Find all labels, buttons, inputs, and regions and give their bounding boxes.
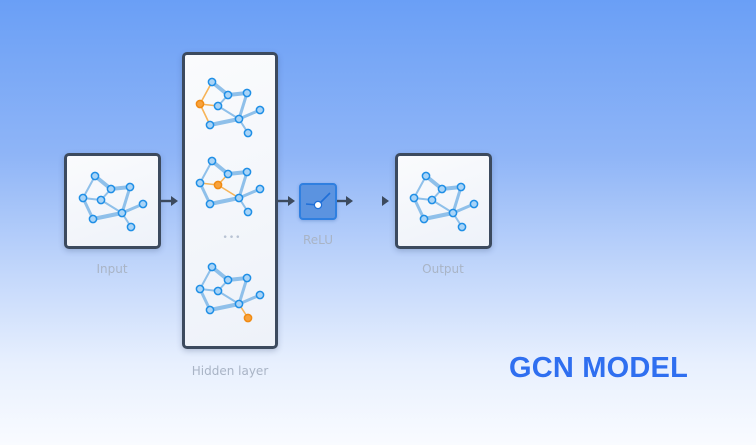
- relu-icon: [305, 192, 331, 210]
- graph-node: [427, 195, 437, 205]
- graph-node: [78, 193, 88, 203]
- arrow-hidden-to-relu: [278, 196, 295, 206]
- graph-node: [205, 305, 215, 315]
- graph-node: [409, 193, 419, 203]
- output-label: Output: [422, 262, 464, 276]
- graph-edge: [237, 170, 249, 200]
- highlighted-node: [195, 99, 205, 109]
- graph-node: [207, 156, 217, 166]
- graph-node: [243, 207, 253, 217]
- graph-edge: [237, 91, 249, 121]
- graph-node: [205, 120, 215, 130]
- model-title: GCN MODEL: [509, 352, 689, 384]
- graph-node: [469, 199, 479, 209]
- graph-node: [106, 184, 116, 194]
- graph-node: [213, 286, 223, 296]
- graph-node: [437, 184, 447, 194]
- graph-node: [126, 222, 136, 232]
- graph-node: [207, 77, 217, 87]
- graph-node: [223, 90, 233, 100]
- graph-node: [117, 208, 127, 218]
- graph-node: [421, 171, 431, 181]
- graph-edge: [237, 276, 249, 306]
- graph-node: [242, 167, 252, 177]
- graph-node: [419, 214, 429, 224]
- highlighted-node: [243, 313, 253, 323]
- graph-node: [234, 299, 244, 309]
- graph-node: [205, 199, 215, 209]
- graph-node: [234, 193, 244, 203]
- graph-node: [242, 88, 252, 98]
- highlighted-node: [213, 180, 223, 190]
- ellipsis: •••: [222, 233, 242, 243]
- graph-node: [125, 182, 135, 192]
- output-graph: [409, 171, 479, 232]
- hidden-layer-label: Hidden layer: [191, 364, 269, 378]
- graph-node: [223, 275, 233, 285]
- arrow-faded-to-output: [356, 196, 389, 206]
- graph-node: [88, 214, 98, 224]
- arrow-relu-out: [337, 196, 353, 206]
- graph-node: [138, 199, 148, 209]
- graph-node: [195, 284, 205, 294]
- graph-node: [255, 290, 265, 300]
- graph-node: [457, 222, 467, 232]
- relu-label: ReLU: [302, 233, 334, 247]
- input-graph: [78, 171, 148, 232]
- graph-node: [90, 171, 100, 181]
- graph-edge: [451, 185, 463, 215]
- graph-node: [456, 182, 466, 192]
- hidden-graph-3: [195, 262, 265, 323]
- hidden-graph-2: [195, 156, 265, 217]
- graph-node: [242, 273, 252, 283]
- graph-edge: [208, 302, 241, 312]
- graph-edge: [208, 196, 241, 206]
- graph-node: [255, 105, 265, 115]
- input-label: Input: [96, 262, 128, 276]
- relu-box: [299, 183, 337, 220]
- graph-edge: [422, 211, 455, 221]
- graph-edge: [208, 117, 241, 127]
- graph-node: [243, 128, 253, 138]
- graph-node: [195, 178, 205, 188]
- graph-edge: [91, 211, 124, 221]
- graph-node: [223, 169, 233, 179]
- graph-node: [96, 195, 106, 205]
- graph-edge: [120, 185, 132, 215]
- graph-node: [207, 262, 217, 272]
- graph-node: [255, 184, 265, 194]
- hidden-graph-1: [195, 77, 265, 138]
- graph-node: [234, 114, 244, 124]
- graph-node: [448, 208, 458, 218]
- arrow-input-to-hidden: [161, 196, 178, 206]
- graph-node: [213, 101, 223, 111]
